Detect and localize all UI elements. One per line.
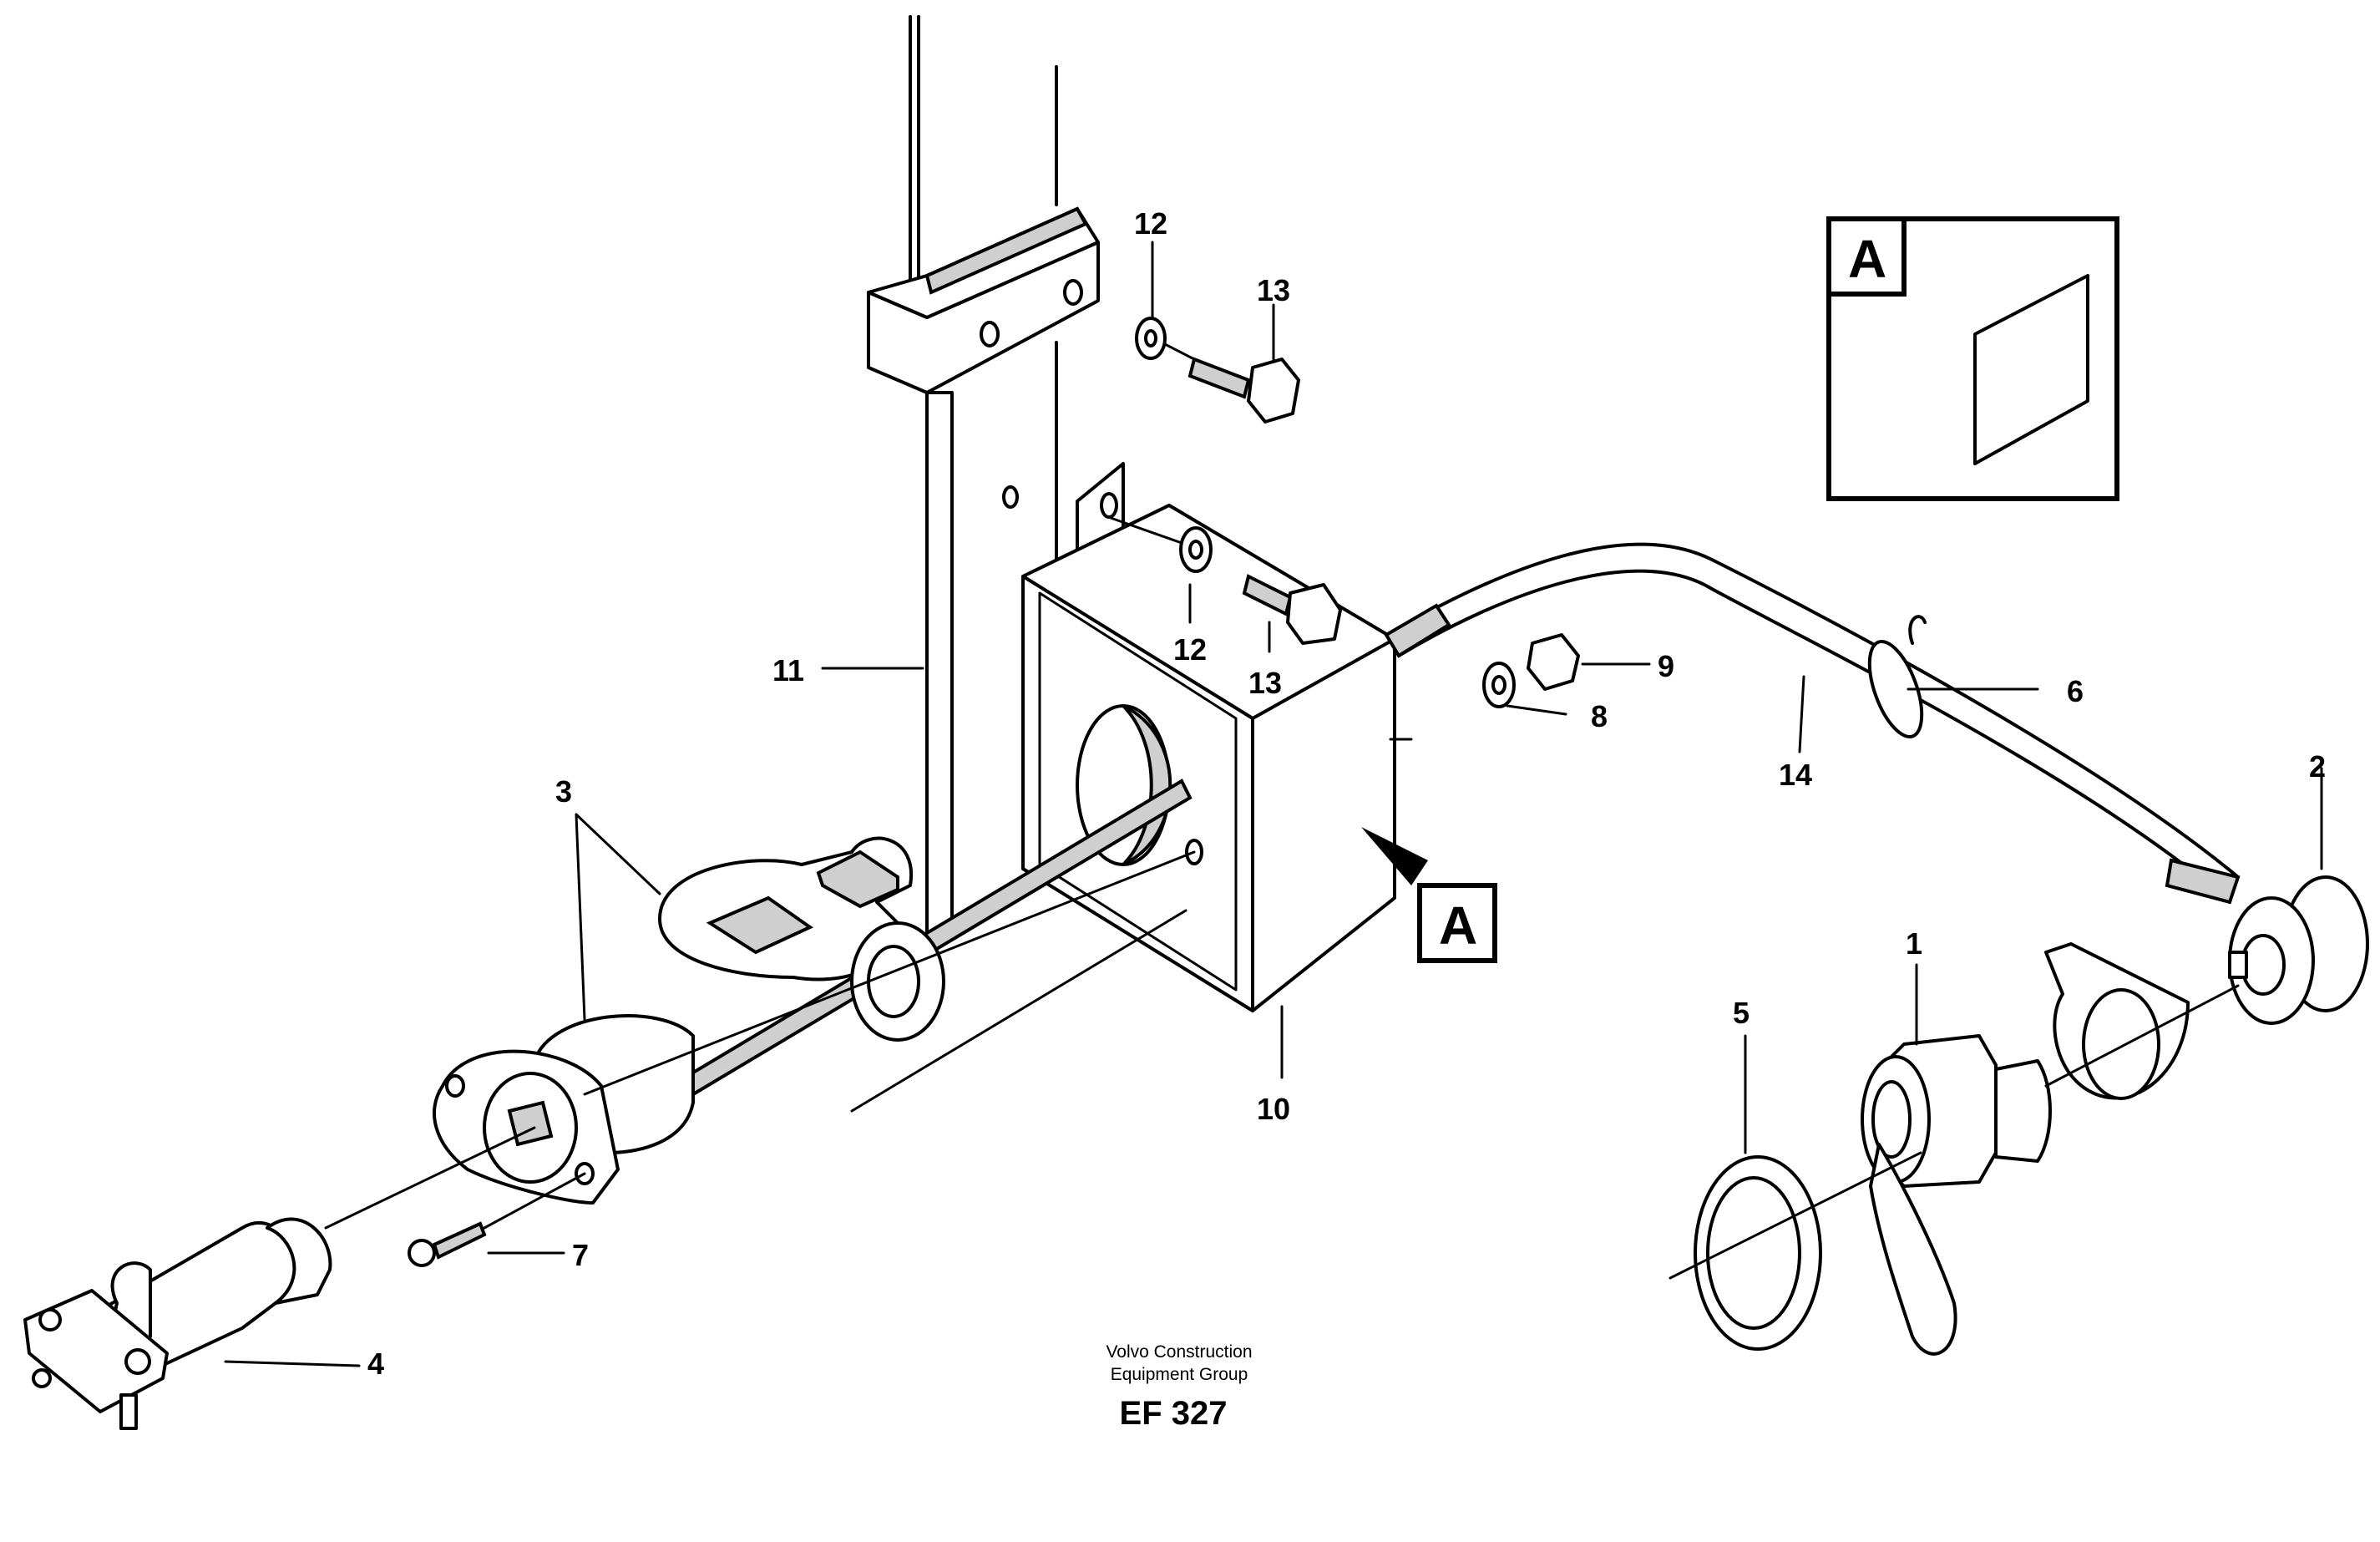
callout-5: 5 — [1733, 996, 1750, 1030]
leader-lines — [224, 241, 2323, 1367]
cable — [1384, 542, 2241, 905]
view-marker-label: A — [1439, 895, 1477, 956]
callout-12-lower: 12 — [1173, 632, 1207, 667]
callout-6: 6 — [2067, 674, 2084, 708]
detail-box-label: A — [1848, 229, 1886, 289]
socket-body — [433, 1014, 695, 1205]
footer-line-2: Equipment Group — [1111, 1365, 1248, 1384]
detail-box-a: A — [1826, 216, 2119, 501]
callout-13-lower: 13 — [1248, 666, 1282, 700]
seal-ring-5 — [1694, 1155, 1822, 1351]
view-marker-a: A — [1417, 883, 1497, 963]
bolt-middle — [1109, 516, 1342, 645]
callout-14: 14 — [1779, 758, 1812, 792]
top-clamp-bracket — [867, 206, 1100, 394]
callout-13-upper: 13 — [1257, 273, 1290, 307]
callout-8: 8 — [1591, 699, 1608, 733]
plug — [23, 1217, 332, 1430]
footer-line-1: Volvo Construction — [1106, 1342, 1252, 1362]
bolt-upper — [1135, 317, 1300, 424]
assembly-lines — [324, 850, 2240, 1280]
clip — [2044, 942, 2190, 1100]
callout-7: 7 — [572, 1238, 589, 1272]
screw-7 — [408, 1221, 487, 1267]
connector-2 — [2228, 875, 2369, 1025]
socket-cover — [658, 836, 945, 1042]
washer-nut — [1482, 633, 1580, 708]
callout-9: 9 — [1658, 649, 1674, 683]
callout-11: 11 — [772, 653, 804, 687]
callout-4: 4 — [367, 1347, 384, 1381]
footer-code: EF 327 — [1120, 1395, 1228, 1432]
callout-2: 2 — [2309, 749, 2326, 784]
control-box — [1021, 504, 1396, 1012]
callout-1: 1 — [1906, 926, 1922, 961]
fitting-1 — [1861, 1034, 2052, 1356]
callout-3: 3 — [555, 774, 572, 809]
callout-12-upper: 12 — [1134, 206, 1167, 241]
cable-tie — [1867, 615, 1927, 739]
callout-10: 10 — [1257, 1092, 1290, 1126]
footer: Volvo Construction Equipment Group EF 32… — [1106, 1342, 1252, 1432]
